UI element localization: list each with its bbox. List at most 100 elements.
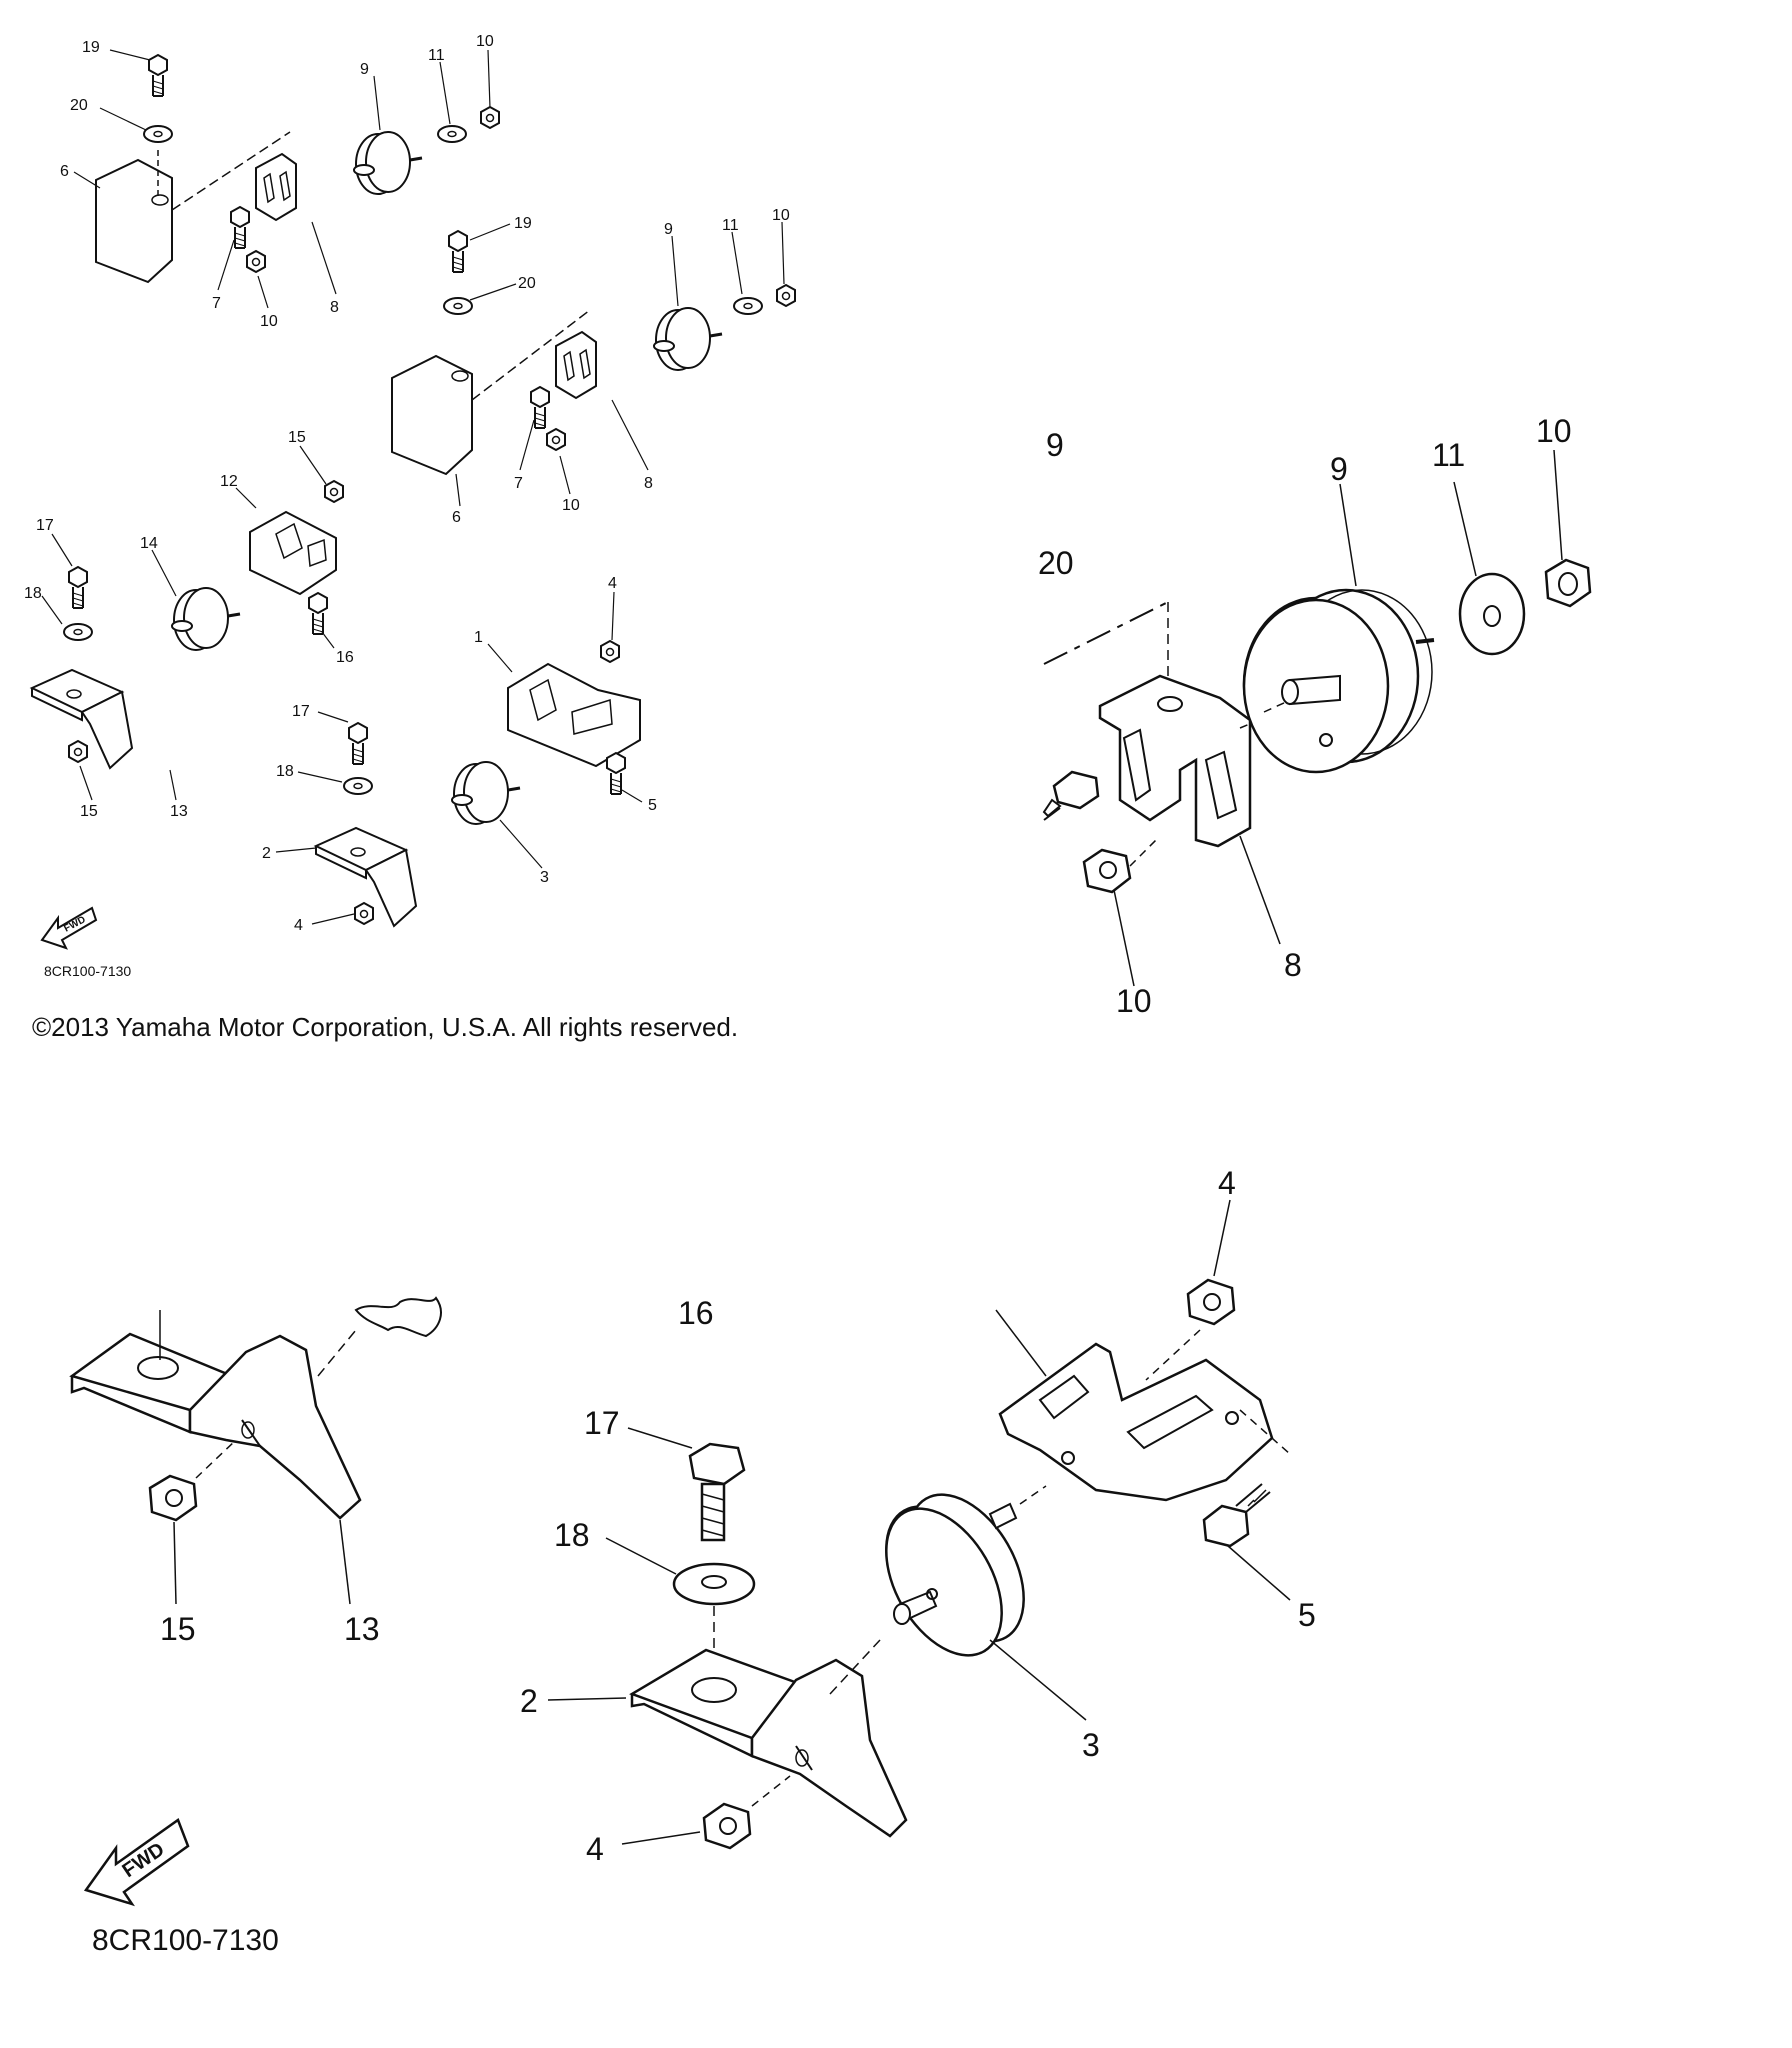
callout-17: 17 bbox=[584, 1405, 620, 1441]
engine-mount-9-large bbox=[1242, 588, 1435, 774]
washer-18-large bbox=[672, 1562, 756, 1606]
bolt-5-large bbox=[1202, 1483, 1271, 1548]
washer-11-middle bbox=[733, 297, 763, 315]
callout-5: 5 bbox=[648, 797, 657, 814]
callout-17: 17 bbox=[36, 517, 54, 534]
callout-17: 17 bbox=[292, 703, 310, 720]
copyright-notice: ©2013 Yamaha Motor Corporation, U.S.A. A… bbox=[32, 1012, 739, 1042]
callout-6: 6 bbox=[452, 509, 461, 526]
fwd-arrow-large: FWD bbox=[83, 1818, 190, 1907]
callout-3: 3 bbox=[540, 869, 549, 886]
callout-20: 20 bbox=[518, 275, 536, 292]
nut-10-middle bbox=[776, 284, 796, 307]
nut-15-lower bbox=[68, 740, 88, 763]
engine-mount-14 bbox=[170, 586, 242, 652]
bolt-7-large-partial bbox=[1042, 770, 1100, 818]
bolt-17-right bbox=[348, 722, 368, 765]
callout-18: 18 bbox=[554, 1517, 590, 1553]
nut-10-large-lower bbox=[1082, 848, 1132, 894]
bracket-1-large bbox=[998, 1342, 1274, 1502]
nut-4-large-lower bbox=[702, 1802, 752, 1850]
washer-20-upper bbox=[143, 125, 173, 143]
callout-10: 10 bbox=[476, 33, 494, 50]
callout-2: 2 bbox=[262, 845, 271, 862]
callout-10: 10 bbox=[562, 497, 580, 514]
engine-mount-3-small bbox=[450, 760, 522, 826]
callout-11: 11 bbox=[1432, 437, 1465, 473]
washer-18-left bbox=[63, 623, 93, 641]
bracket-6-middle bbox=[391, 354, 473, 476]
washer-20-middle bbox=[443, 297, 473, 315]
callout-15: 15 bbox=[288, 429, 306, 446]
callout-8: 8 bbox=[330, 299, 339, 316]
callout-11: 11 bbox=[722, 217, 739, 234]
callout-15: 15 bbox=[80, 803, 98, 820]
callout-14: 14 bbox=[140, 535, 158, 552]
nut-15-left bbox=[324, 480, 344, 503]
washer-11-upper bbox=[437, 125, 467, 143]
callout-13: 13 bbox=[344, 1611, 380, 1647]
callout-16-cropped: 16 bbox=[678, 1295, 714, 1331]
callout-2: 2 bbox=[520, 1683, 538, 1719]
bolt-19-middle bbox=[448, 230, 468, 273]
callout-3: 3 bbox=[1082, 1727, 1100, 1763]
bolt-16 bbox=[308, 592, 328, 635]
nut-10-upper bbox=[480, 106, 500, 129]
callout-10: 10 bbox=[1116, 983, 1152, 1019]
nut-4-large-upper bbox=[1186, 1278, 1236, 1326]
callout-8: 8 bbox=[1284, 947, 1302, 983]
callout-10: 10 bbox=[772, 207, 790, 224]
callout-9: 9 bbox=[664, 221, 673, 238]
fwd-arrow-small: FWD bbox=[40, 906, 98, 950]
bracket-2-large bbox=[629, 1648, 908, 1838]
callout-18: 18 bbox=[24, 585, 42, 602]
callout-4: 4 bbox=[586, 1831, 604, 1867]
washer-18-right bbox=[343, 777, 373, 795]
callout-20-cropped: 20 bbox=[1038, 545, 1074, 581]
callout-19: 19 bbox=[82, 39, 100, 56]
callout-4: 4 bbox=[608, 575, 617, 592]
bolt-19-upper bbox=[148, 54, 168, 97]
nut-10-middle-lower bbox=[546, 428, 566, 451]
callout-11: 11 bbox=[428, 47, 445, 64]
callout-12: 12 bbox=[220, 473, 238, 490]
callout-7: 7 bbox=[514, 475, 523, 492]
callout-13: 13 bbox=[170, 803, 188, 820]
callout-1: 1 bbox=[474, 629, 483, 646]
nut-4-upper bbox=[600, 640, 620, 663]
callout-4: 4 bbox=[294, 917, 303, 934]
bracket-6-upper bbox=[95, 158, 173, 284]
nut-10-upper-lower bbox=[246, 250, 266, 273]
part-code-small: 8CR100-7130 bbox=[44, 963, 131, 979]
callout-10: 10 bbox=[260, 313, 278, 330]
callout-7: 7 bbox=[212, 295, 221, 312]
engine-mount-9-middle bbox=[652, 306, 724, 372]
callout-5: 5 bbox=[1298, 1597, 1316, 1633]
callout-10: 10 bbox=[1536, 413, 1572, 449]
engine-mount-3-large bbox=[885, 1493, 1025, 1657]
mount-14-partial bbox=[354, 1296, 442, 1338]
callout-8: 8 bbox=[644, 475, 653, 492]
callout-4: 4 bbox=[1218, 1165, 1236, 1201]
nut-15-large bbox=[148, 1474, 198, 1522]
engine-mount-9-upper bbox=[352, 130, 424, 196]
callout-19: 19 bbox=[514, 215, 532, 232]
overview-diagram: FWD bbox=[24, 33, 796, 979]
callout-9: 9 bbox=[360, 61, 369, 78]
callout-9: 9 bbox=[1330, 451, 1348, 487]
callout-9-cropped: 9 bbox=[1046, 427, 1064, 463]
callout-6: 6 bbox=[60, 163, 69, 180]
callout-20: 20 bbox=[70, 97, 88, 114]
zoom-detail-upper: 9 20 9 11 10 8 10 bbox=[1038, 413, 1592, 1019]
bolt-17-large bbox=[688, 1442, 746, 1542]
part-code-large: 8CR100-7130 bbox=[92, 1924, 279, 1957]
zoom-detail-lower: FWD 4 16 17 18 15 13 5 2 3 4 bbox=[69, 1165, 1316, 1907]
bracket-1 bbox=[507, 662, 641, 768]
bracket-13-large bbox=[69, 1332, 362, 1520]
strap-8-upper bbox=[255, 153, 297, 221]
nut-10-large-upper bbox=[1544, 558, 1592, 608]
strap-8-large bbox=[1098, 674, 1252, 848]
bolt-5-small bbox=[606, 752, 626, 795]
bolt-17-left bbox=[68, 566, 88, 609]
